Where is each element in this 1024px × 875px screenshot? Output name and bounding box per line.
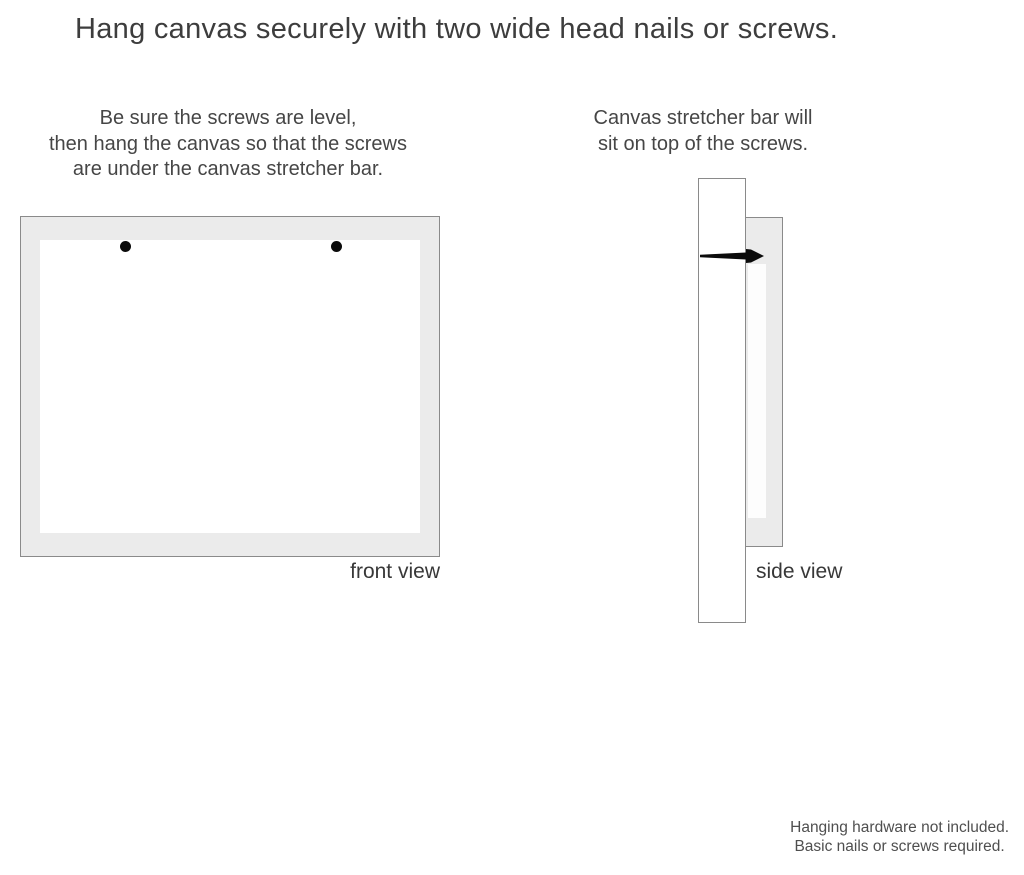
instruction-line: then hang the canvas so that the screws xyxy=(49,132,407,155)
side-view-label: side view xyxy=(756,560,843,583)
disclaimer-line: Hanging hardware not included. xyxy=(790,819,1009,836)
front-view-canvas-inner xyxy=(39,239,420,533)
side-view-canvas-inner xyxy=(747,264,766,518)
screw-dot-right xyxy=(331,241,342,252)
side-view-stretcher-bar xyxy=(698,178,746,623)
instruction-front-view: Be sure the screws are level, then hang … xyxy=(28,106,428,183)
screw-dot-left xyxy=(120,241,131,252)
instruction-line: Be sure the screws are level, xyxy=(99,107,357,129)
front-view-label: front view xyxy=(350,560,440,583)
nail-icon xyxy=(700,249,764,263)
instruction-line: are under the canvas stretcher bar. xyxy=(72,158,384,180)
disclaimer-line: Basic nails or screws required. xyxy=(794,838,1005,855)
instruction-line: Canvas stretcher bar will xyxy=(593,107,813,129)
instruction-line: sit on top of the screws. xyxy=(597,132,809,155)
page-title: Hang canvas securely with two wide head … xyxy=(75,13,839,45)
front-view-canvas-frame xyxy=(20,216,440,557)
instruction-side-view: Canvas stretcher bar will sit on top of … xyxy=(583,106,823,157)
disclaimer: Hanging hardware not included. Basic nai… xyxy=(790,818,1009,856)
side-view-canvas xyxy=(745,217,783,547)
